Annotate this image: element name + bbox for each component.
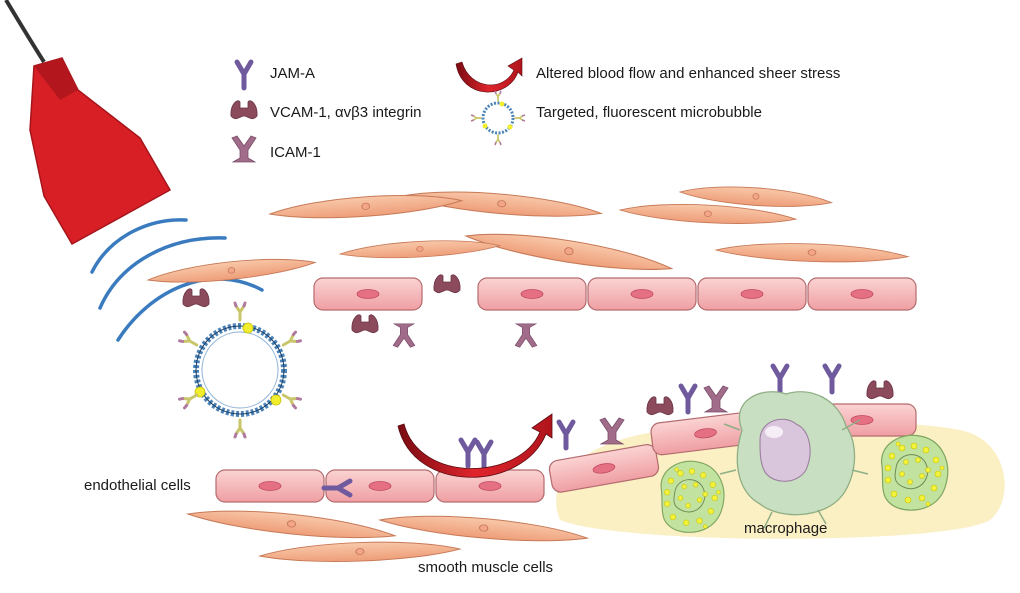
ultrasound-waves-icon bbox=[90, 218, 264, 342]
upper-endothelial-layer bbox=[313, 277, 917, 311]
ultrasound-transducer-icon bbox=[4, 0, 172, 246]
legend-icam: ICAM-1 bbox=[270, 144, 321, 161]
macrophage-cell bbox=[719, 391, 869, 529]
legend: JAM-A VCAM-1, αvβ3 integrin ICAM-1 Alter… bbox=[230, 57, 840, 163]
microbubble bbox=[177, 301, 303, 439]
jam-a-legend-icon bbox=[237, 62, 251, 88]
label-macrophage: macrophage bbox=[744, 520, 827, 537]
label-smooth-muscle-cells: smooth muscle cells bbox=[418, 559, 553, 576]
legend-vcam: VCAM-1, αvβ3 integrin bbox=[270, 104, 422, 121]
flow-legend-icon bbox=[455, 57, 523, 93]
vcam-legend-icon bbox=[230, 100, 258, 120]
altered-flow-arrow bbox=[397, 413, 553, 478]
legend-jam-a: JAM-A bbox=[270, 65, 315, 82]
label-endothelial-cells: endothelial cells bbox=[84, 477, 191, 494]
foam-cell bbox=[660, 460, 725, 533]
legend-flow: Altered blood flow and enhanced sheer st… bbox=[536, 65, 840, 82]
microbubble-legend-icon bbox=[470, 90, 526, 146]
foam-cell bbox=[880, 434, 949, 511]
icam-legend-icon bbox=[231, 135, 257, 163]
lower-smooth-muscle-layer bbox=[186, 502, 589, 566]
legend-microbubble: Targeted, fluorescent microbubble bbox=[536, 104, 762, 121]
upper-smooth-muscle-layer bbox=[146, 182, 909, 289]
